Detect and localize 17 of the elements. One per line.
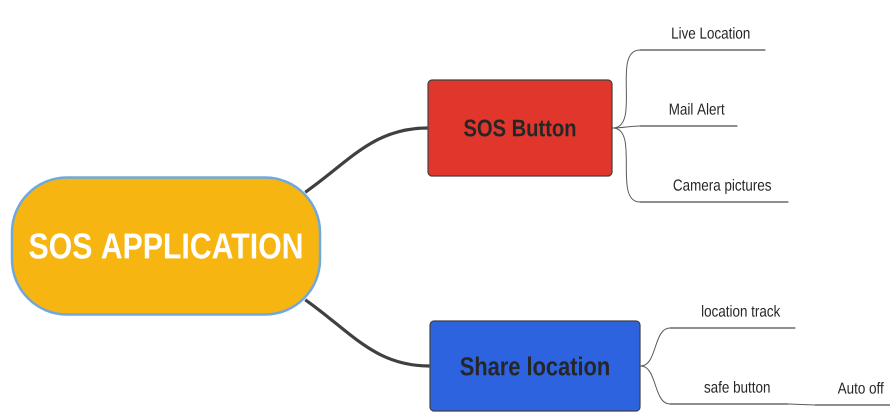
connector [640,366,670,404]
underlined-topic: Camera pictures [640,179,788,203]
underlined-topic: location track [670,305,796,329]
branch-box: Share location [429,320,641,412]
connector [304,298,430,368]
connector [640,328,670,366]
underlined-topic: Auto off [815,382,890,406]
connector [612,50,640,128]
connector [788,404,816,406]
connector [304,126,428,194]
underlined-topic: Live Location [640,27,766,51]
underlined-topic: safe button [670,381,788,405]
underlined-topic: Mail Alert [640,103,738,127]
branch-box: SOS Button [427,79,613,177]
root-pill: SOS APPLICATION [10,176,322,316]
connector [612,128,640,202]
connector [612,126,640,128]
